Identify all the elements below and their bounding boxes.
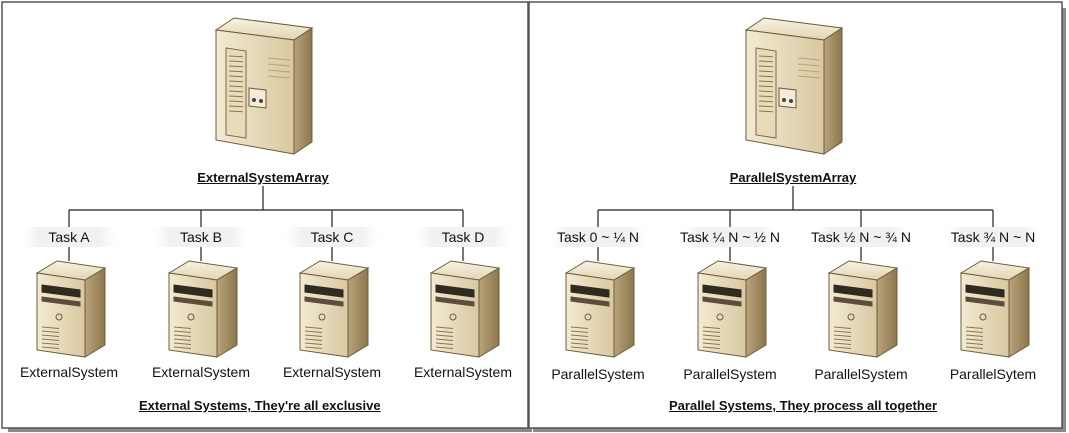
external-node-label: ExternalSystem (282, 364, 382, 380)
parallel-caption: Parallel Systems, They process all toget… (669, 398, 938, 413)
parallel-node-label: ParallelSytem (949, 366, 1037, 382)
external-task-label: Task B (179, 229, 222, 245)
parallel-node-label: ParallelSystem (814, 366, 908, 382)
external-node-label: ExternalSystem (19, 364, 119, 380)
parallel-task-label: Task 0 ~ ¼ N (556, 229, 640, 245)
parallel-node-server-icon (696, 260, 768, 358)
parallel-task-tab (546, 227, 650, 247)
external-caption: External Systems, They're all exclusive (139, 398, 381, 413)
parallel-task-label: Task ½ N ~ ¾ N (811, 229, 911, 245)
parallel-task-label: Task ¼ N ~ ½ N (680, 229, 780, 245)
external-node-server-icon (35, 260, 107, 358)
external-task-tab (280, 227, 384, 247)
external-node-server-icon (429, 260, 501, 358)
parallel-node-server-icon (959, 260, 1031, 358)
parallel-task-tab (809, 227, 913, 247)
parallel-node-server-icon (827, 260, 899, 358)
external-node-server-icon (167, 260, 239, 358)
parallel-task-label: Task ¾ N ~ N (950, 229, 1036, 245)
external-task-tab (17, 227, 121, 247)
parallel-task-tab (678, 227, 782, 247)
external-array-server-icon (214, 17, 314, 155)
external-task-tab (411, 227, 515, 247)
parallel-node-label: ParallelSystem (683, 366, 777, 382)
parallel-array-title: ParallelSystemArray (729, 170, 857, 185)
parallel-task-tab (941, 227, 1045, 247)
external-node-label: ExternalSystem (151, 364, 251, 380)
external-task-label: Task C (310, 229, 354, 245)
parallel-node-server-icon (564, 260, 636, 358)
external-node-server-icon (298, 260, 370, 358)
external-task-label: Task A (48, 229, 90, 245)
parallel-array-server-icon (744, 17, 844, 155)
external-task-label: Task D (441, 229, 485, 245)
parallel-node-label: ParallelSystem (551, 366, 645, 382)
external-array-title: ExternalSystemArray (197, 170, 329, 185)
external-node-label: ExternalSystem (413, 364, 513, 380)
external-task-tab (149, 227, 253, 247)
